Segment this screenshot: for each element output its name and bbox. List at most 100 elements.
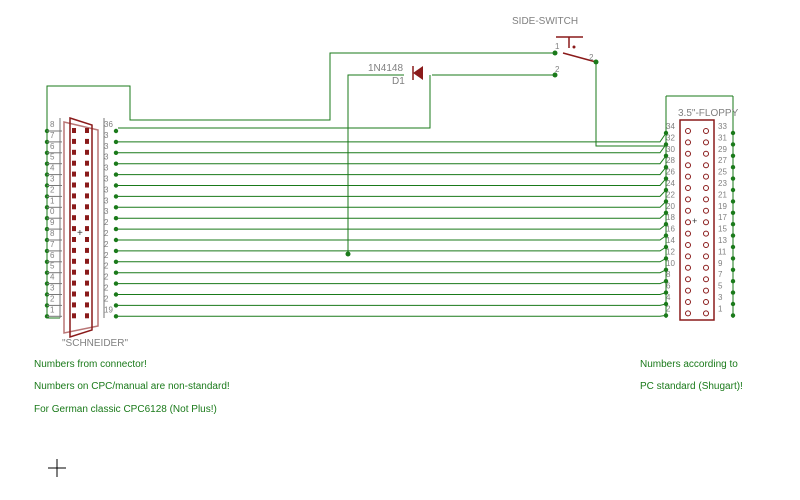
floppy-even-pin-number: 6 xyxy=(666,282,671,291)
schneider-name: "SCHNEIDER" xyxy=(62,338,128,349)
schneider-left-pin-number: 5 xyxy=(50,153,55,162)
floppy-odd-pin-number: 31 xyxy=(718,133,727,142)
schneider-left-pin-number: 2 xyxy=(50,185,55,194)
switch-pin-2a: 2 xyxy=(555,65,560,74)
schneider-contact xyxy=(72,160,76,166)
schneider-left-pin-number: 5 xyxy=(50,262,55,271)
side-switch-label: SIDE-SWITCH xyxy=(512,16,578,27)
floppy-even-pin-number: 24 xyxy=(666,179,675,188)
floppy-odd-pin-dot xyxy=(730,153,736,158)
floppy-even-pin-number: 8 xyxy=(666,270,671,279)
schneider-contact xyxy=(72,182,76,188)
schneider-contact xyxy=(85,280,89,286)
schneider-contact xyxy=(85,204,89,210)
schneider-right-pin-number: 2 xyxy=(104,294,109,303)
floppy-center-mark: + xyxy=(692,216,697,226)
schneider-right-pin-number: 3 xyxy=(104,142,109,151)
note-left-1: Numbers from connector! xyxy=(34,359,147,370)
floppy-even-contact xyxy=(685,264,691,271)
bus-wire xyxy=(116,144,667,154)
floppy-odd-pin-number: 27 xyxy=(718,156,727,165)
schneider-left-pin-number: 9 xyxy=(50,218,55,227)
floppy-odd-pin-dot xyxy=(730,301,736,307)
schneider-contact xyxy=(72,128,76,133)
bus-wire xyxy=(116,178,667,186)
schneider-right-pin-number: 3 xyxy=(104,153,109,162)
schneider-right-pin-number: 3 xyxy=(104,196,109,205)
note-right-1: Numbers according to xyxy=(640,359,738,370)
bus-wire xyxy=(116,292,667,295)
floppy-even-pin-number: 34 xyxy=(666,122,675,131)
schneider-left-pin-number: 1 xyxy=(50,196,55,205)
schneider-left-pin-number: 7 xyxy=(50,240,55,249)
schneider-left-pin-number: 7 xyxy=(50,131,55,140)
floppy-odd-pin-dot xyxy=(730,313,736,318)
floppy-pin-column: 3432302826242220181614121086423331292725… xyxy=(663,122,736,318)
floppy-odd-pin-number: 19 xyxy=(718,202,727,211)
floppy-odd-pin-number: 29 xyxy=(718,145,727,154)
diode-part-label: 1N4148 xyxy=(368,63,403,74)
floppy-even-pin-number: 12 xyxy=(666,247,675,256)
floppy-odd-contact xyxy=(703,242,709,248)
schneider-right-pin-number: 3 xyxy=(104,185,109,194)
floppy-even-contact xyxy=(685,219,691,226)
schneider-right-pin-number: 2 xyxy=(104,229,109,238)
floppy-odd-pin-number: 23 xyxy=(718,179,727,188)
floppy-even-contact xyxy=(685,287,691,294)
floppy-even-pin-number: 14 xyxy=(666,236,675,245)
floppy-even-contact xyxy=(685,150,691,157)
schneider-contact xyxy=(72,149,76,155)
schneider-right-pin-number: 2 xyxy=(104,218,109,227)
floppy-odd-pin-number: 21 xyxy=(718,190,727,199)
floppy-even-contact xyxy=(685,276,691,283)
schneider-center-mark: + xyxy=(77,228,83,239)
floppy-even-contact xyxy=(685,310,691,317)
floppy-odd-pin-dot xyxy=(730,233,736,238)
floppy-odd-pin-number: 3 xyxy=(718,293,723,302)
schneider-right-pin-number: 2 xyxy=(104,251,109,260)
schneider-contact xyxy=(85,193,89,199)
bus-wire xyxy=(116,269,667,274)
floppy-odd-contact xyxy=(703,150,709,157)
floppy-even-contact xyxy=(685,173,691,180)
bus-wire xyxy=(116,235,667,241)
schneider-right-pin-number: 2 xyxy=(104,273,109,282)
switch-pin1-dot xyxy=(552,50,558,56)
origin-crosshair xyxy=(48,459,66,477)
floppy-odd-pin-number: 15 xyxy=(718,225,727,234)
bus-wire xyxy=(116,132,667,143)
floppy-even-contact xyxy=(685,185,691,191)
floppy-odd-contact xyxy=(703,207,709,214)
schneider-right-pin-number: 3 xyxy=(104,207,109,216)
bus-wire xyxy=(116,155,667,165)
floppy-odd-pin-number: 17 xyxy=(718,213,727,222)
schneider-contact xyxy=(72,204,76,210)
note-left-3: For German classic CPC6128 (Not Plus!) xyxy=(34,404,217,415)
floppy-odd-pin-number: 5 xyxy=(718,282,723,291)
schneider-right-pin-number: 36 xyxy=(104,120,113,129)
schneider-left-pin-number: 3 xyxy=(50,284,55,293)
schneider-right-pin-number: 3 xyxy=(104,175,109,184)
floppy-odd-pin-number: 1 xyxy=(718,304,723,313)
schneider-contact xyxy=(72,237,76,242)
schneider-contact xyxy=(72,291,76,297)
floppy-even-contact xyxy=(685,207,691,214)
schneider-contact xyxy=(85,313,89,319)
floppy-even-contact xyxy=(685,162,691,169)
bus-wire xyxy=(116,212,667,219)
floppy-even-contact xyxy=(685,139,691,146)
bus-wire xyxy=(116,189,667,197)
schneider-right-pin-number: 3 xyxy=(104,131,109,140)
schneider-contact xyxy=(72,226,76,232)
schneider-contact xyxy=(85,269,89,275)
bus-wire xyxy=(116,303,667,306)
floppy-odd-contact xyxy=(703,287,709,294)
bus-wire xyxy=(116,314,667,317)
schneider-contact xyxy=(85,291,89,297)
schneider-right-pin-number: 2 xyxy=(104,262,109,271)
schneider-contact xyxy=(85,128,89,133)
bus-wire xyxy=(116,280,667,285)
floppy-odd-contact xyxy=(703,253,709,260)
floppy-odd-pin-dot xyxy=(730,222,736,227)
schneider-contact xyxy=(85,215,89,221)
